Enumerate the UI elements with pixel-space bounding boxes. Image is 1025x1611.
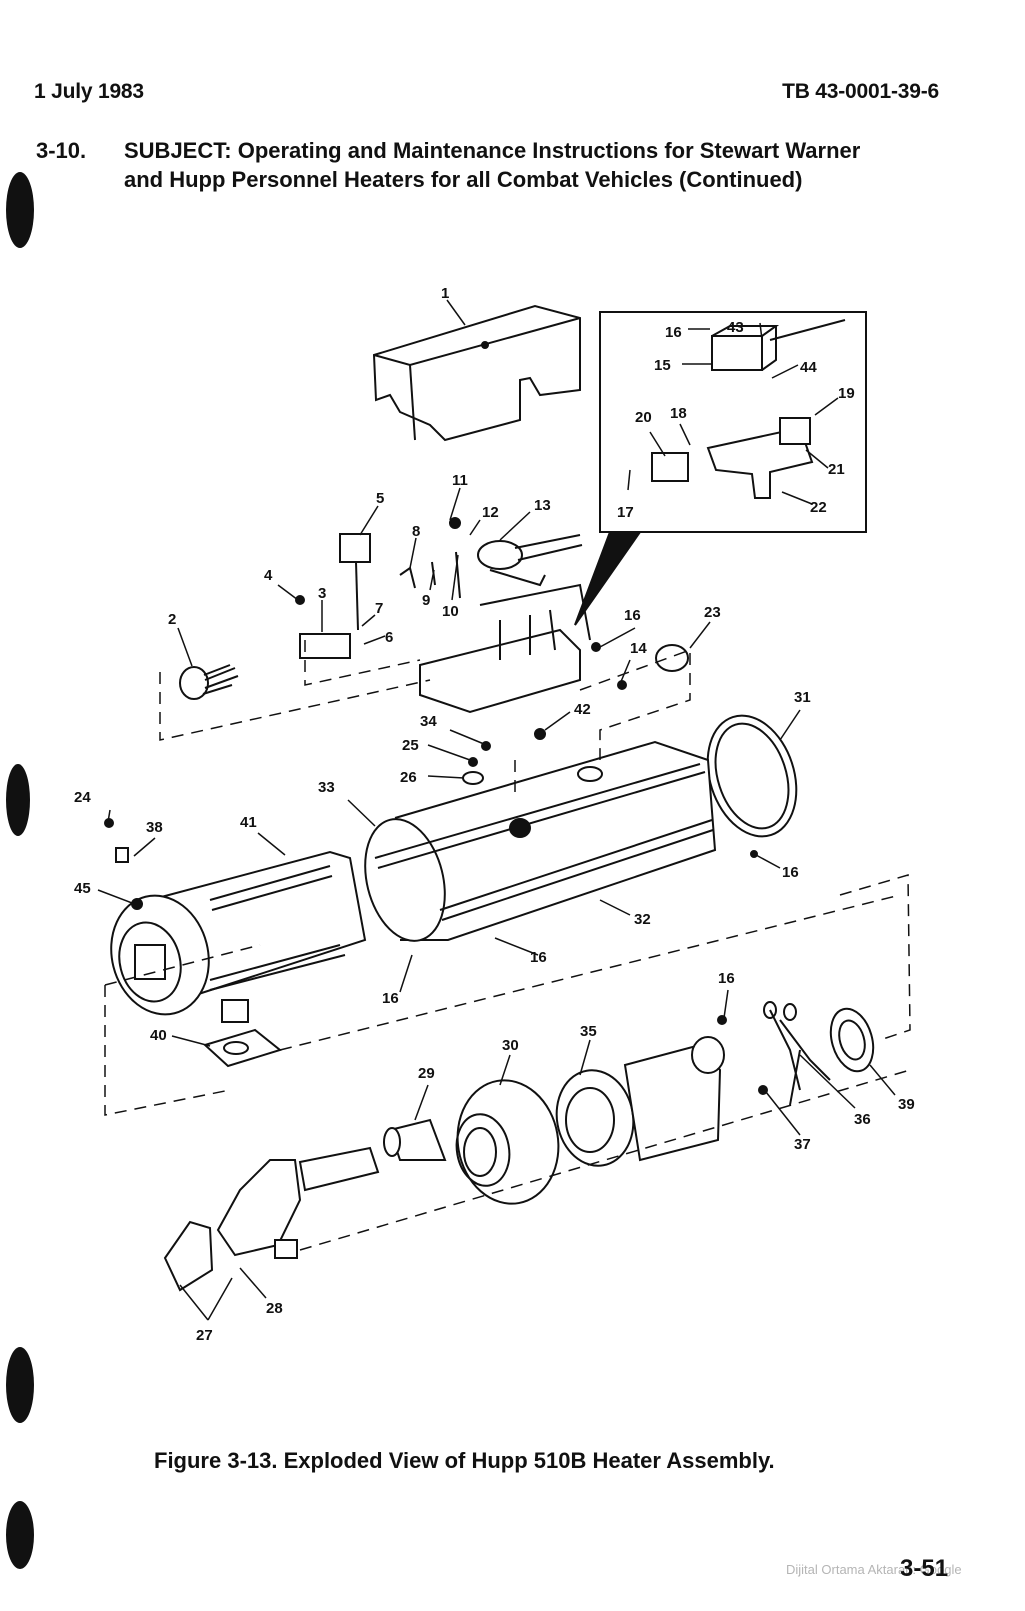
part-ring-31 [706,714,798,838]
callout-15: 15 [654,357,671,374]
callout-30: 30 [502,1037,519,1054]
callout-27: 27 [196,1327,213,1344]
callout-35: 35 [580,1023,597,1040]
callout-39: 39 [898,1096,915,1113]
callout-20: 20 [635,409,652,426]
callout-19: 19 [838,385,855,402]
part-gasket-40 [203,1028,283,1068]
callout-4: 4 [264,567,273,584]
callout-10: 10 [442,603,459,620]
callout-24: 24 [74,789,91,806]
header-doc-number: TB 43-0001-39-6 [782,80,939,103]
part-disc-39 [829,1007,875,1073]
callout-8: 8 [412,523,420,540]
callout-6: 6 [385,629,393,646]
callout-42: 42 [574,701,591,718]
part-switch-5 [339,533,371,631]
assembly-guide-lines [104,640,911,1251]
part-chassis [419,583,591,714]
scan-watermark: Dijital Ortama Aktaran: Google [786,1562,962,1577]
callout-26: 26 [400,769,417,786]
figure-caption: Figure 3-13. Exploded View of Hupp 510B … [154,1448,775,1473]
part-cover [372,304,581,442]
callout-25: 25 [402,737,419,754]
callout-18: 18 [670,405,687,422]
callout-34: 34 [420,713,437,730]
callout-13: 13 [534,497,551,514]
hole-mark [6,1501,34,1569]
part-tube-29 [383,1118,447,1161]
inset-detail-box [574,311,867,626]
part-chamber-41 [110,850,367,1023]
hole-mark [6,172,34,248]
callout-16: 16 [624,607,641,624]
callout-3: 3 [318,585,326,602]
part-cap-23 [655,644,689,672]
callout-2: 2 [168,611,176,628]
callout-5: 5 [376,490,384,507]
hole-mark [6,764,30,836]
callout-36: 36 [854,1111,871,1128]
header-date: 1 July 1983 [34,80,144,103]
exploded-view-diagram: 1 2 3 4 5 6 7 8 9 10 11 12 13 14 15 16 1… [74,285,915,1344]
subject-number: 3-10. [36,138,87,163]
callout-43: 43 [727,319,744,336]
hole-mark [6,1347,34,1423]
page-number: 3-51 [900,1555,949,1582]
callout-41: 41 [240,814,257,831]
leader-lines [97,299,896,1321]
subject-label: SUBJECT: [124,138,232,163]
callout-7: 7 [375,600,383,617]
part-drum-32 [364,740,717,942]
callout-28: 28 [266,1300,283,1317]
callout-16: 16 [665,324,682,341]
callout-32: 32 [634,911,651,928]
callout-17: 17 [617,504,634,521]
part-end-cap-27 [163,1220,214,1292]
callout-33: 33 [318,779,335,796]
callout-16: 16 [718,970,735,987]
part-assembly-13 [477,534,583,587]
callout-16: 16 [530,949,547,966]
subject-text: Operating and Maintenance Instructions f… [124,138,861,192]
callout-23: 23 [704,604,721,621]
callout-45: 45 [74,880,91,897]
callout-12: 12 [482,504,499,521]
callout-16: 16 [382,990,399,1007]
callout-14: 14 [630,640,647,657]
callout-31: 31 [794,689,811,706]
part-fan-housing-30 [455,1079,560,1205]
callout-40: 40 [150,1027,167,1044]
part-motor-35 [555,1036,725,1167]
callout-16: 16 [782,864,799,881]
part-outlet-28 [216,1146,380,1259]
callout-11: 11 [452,472,468,489]
part-terminal-strip [299,633,351,659]
callout-37: 37 [794,1136,811,1153]
binder-hole-marks [6,172,34,1569]
subject-text-block: SUBJECT: Operating and Maintenance Instr… [124,136,884,194]
callout-labels: 1 2 3 4 5 6 7 8 9 10 11 12 13 14 15 16 1… [74,285,915,1344]
part-connector-2 [179,664,239,700]
callout-1: 1 [441,285,449,302]
callout-44: 44 [800,359,817,376]
callout-21: 21 [828,461,845,478]
callout-22: 22 [810,499,827,516]
callout-38: 38 [146,819,163,836]
part-harness-36 [763,1001,831,1106]
callout-29: 29 [418,1065,435,1082]
callout-9: 9 [422,592,430,609]
